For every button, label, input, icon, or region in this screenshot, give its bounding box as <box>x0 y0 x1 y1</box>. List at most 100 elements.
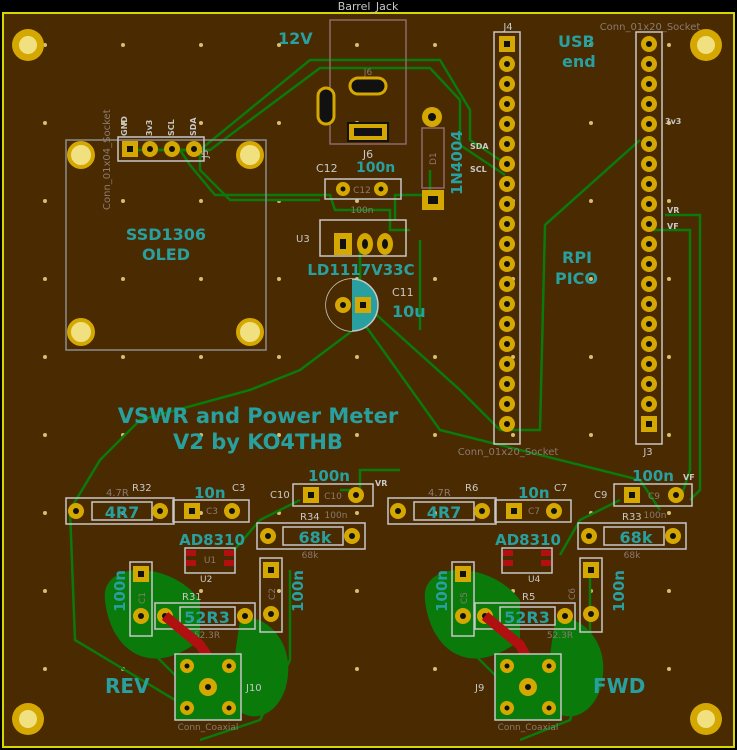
grid-dot <box>355 667 359 671</box>
grid-dot <box>43 43 47 47</box>
grid-dot <box>199 43 203 47</box>
grid-dot <box>199 277 203 281</box>
oled-pin-3v3: 3v3 <box>145 120 154 136</box>
grid-dot <box>667 43 671 47</box>
r34-ref: R34 <box>300 512 320 523</box>
grid-dot <box>667 121 671 125</box>
c5-value: 100n <box>433 570 451 612</box>
grid-dot <box>433 511 437 515</box>
grid-dot <box>43 199 47 203</box>
c6-ref: C6 <box>568 588 578 600</box>
grid-dot <box>43 511 47 515</box>
vr-pad-label: VR <box>375 479 387 488</box>
r31-value: 52R3 <box>184 608 230 627</box>
c3-pad: C3 <box>206 507 218 517</box>
grid-dot <box>43 667 47 671</box>
c3-ref: C3 <box>232 483 245 494</box>
oled-pin-scl: SCL <box>167 119 176 136</box>
c9-ref: C9 <box>594 490 607 501</box>
grid-dot <box>121 277 125 281</box>
mounting-holes <box>12 29 722 735</box>
c11-ref: C11 <box>392 286 414 299</box>
usb-label-2: end <box>562 52 596 71</box>
capacitor-c12: C12 100n C12 100n <box>316 160 402 216</box>
c12-value: 100n <box>356 160 395 176</box>
oled-label-1: SSD1306 <box>126 225 206 244</box>
u4-part-label: AD8310 <box>495 531 561 549</box>
oled-module: SSD1306 OLED Conn_01x04_Socket <box>65 109 267 351</box>
grid-dot <box>121 511 125 515</box>
grid-dot <box>121 355 125 359</box>
oled-header-j5: GND 3v3 SCL SDA J5 <box>117 116 211 162</box>
r32-fab: 4.7R <box>106 488 129 499</box>
r33-fab: 68k <box>624 551 641 561</box>
c7-pad: C7 <box>528 507 540 517</box>
rpi-label-1: RPI <box>562 248 592 267</box>
diode-part-label: 1N4004 <box>448 130 466 195</box>
c1-ref: C1 <box>138 592 148 604</box>
grid-dot <box>43 121 47 125</box>
grid-dot <box>43 355 47 359</box>
d1-ref: D1 <box>429 152 439 165</box>
r6-ref: R6 <box>465 483 478 494</box>
j10-ref: J10 <box>245 683 262 694</box>
grid-dot <box>433 667 437 671</box>
oled-pin-sda: SDA <box>189 117 198 136</box>
grid-dot <box>277 589 281 593</box>
grid-dot <box>667 667 671 671</box>
oled-header-label: Conn_01x04_Socket <box>102 109 113 210</box>
capacitor-c11: C11 10u <box>325 278 426 332</box>
pico-pin-scl: SCL <box>470 165 487 174</box>
pico-header-j3: Conn_01x20_Socket 3v3 VR VF J3 <box>600 22 701 458</box>
grid-dot <box>589 277 593 281</box>
c11-value: 10u <box>392 302 426 321</box>
grid-dot <box>277 121 281 125</box>
fwd-label: FWD <box>593 674 645 698</box>
u2-part-label: AD8310 <box>179 531 245 549</box>
c10-pad: C10 <box>324 492 342 502</box>
c6-value: 100n <box>610 570 628 612</box>
u2-ref: U2 <box>200 575 212 585</box>
u4-ref: U4 <box>528 575 541 585</box>
grid-dot <box>511 433 515 437</box>
grid-dot <box>355 355 359 359</box>
grid-dot <box>355 199 359 203</box>
barrel-jack-j6: Barrel_Jack J6 J6 <box>316 0 407 161</box>
r34-value: 68k <box>299 528 332 547</box>
j4-ref: J4 <box>502 22 512 33</box>
j3-pins <box>641 36 657 432</box>
grid-dot <box>121 43 125 47</box>
label-12v: 12V <box>278 29 313 48</box>
grid-dot <box>667 511 671 515</box>
u1-ref: U1 <box>204 556 216 566</box>
vf-pad-label: VF <box>683 473 695 482</box>
grid-dot <box>589 43 593 47</box>
r32-value: 4R7 <box>105 503 140 522</box>
grid-dot <box>199 121 203 125</box>
j5-ref: J5 <box>201 150 211 159</box>
c2-ref: C2 <box>268 588 278 600</box>
c9-pad: C9 <box>648 492 660 502</box>
grid-dot <box>355 511 359 515</box>
r34-fab: 68k <box>302 551 319 561</box>
grid-dot <box>433 277 437 281</box>
grid-dot <box>667 433 671 437</box>
rev-section: 4.7R R32 4R7 10n C3 C3 100n VR C10 C10 1… <box>65 467 387 733</box>
j3-ref: J3 <box>642 447 652 458</box>
grid-dot <box>43 589 47 593</box>
r5-value: 52R3 <box>504 608 550 627</box>
c3-value: 10n <box>194 484 226 502</box>
board-title-2: V2 by KO4THB <box>173 430 343 454</box>
c9-value: 100n <box>632 467 674 485</box>
pico-pin-vf: VF <box>667 222 679 231</box>
grid-dot <box>589 199 593 203</box>
grid-dot <box>277 433 281 437</box>
grid-dot <box>433 355 437 359</box>
grid-dot <box>667 277 671 281</box>
regulator-part-label: LD1117V33C <box>307 261 414 279</box>
j9-ref: J9 <box>474 683 484 694</box>
grid-dot <box>589 121 593 125</box>
r31-fab: 52.3R <box>194 631 220 641</box>
